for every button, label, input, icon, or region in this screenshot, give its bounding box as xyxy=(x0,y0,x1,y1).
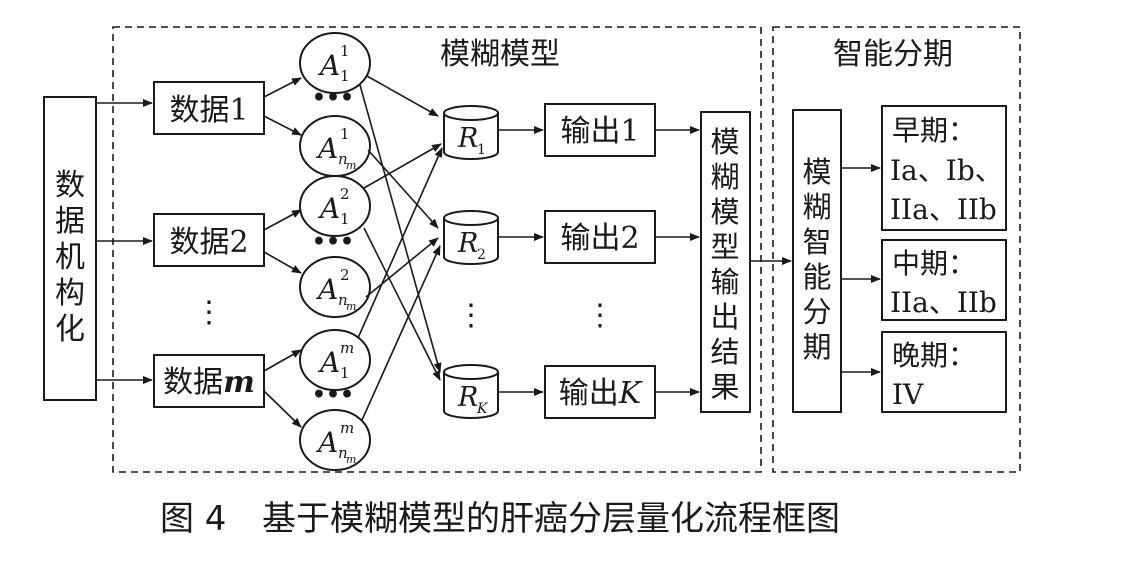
data-structuring-label: 数据机构化 xyxy=(55,168,85,347)
fuzzy-set-a2-1: A 2 1 xyxy=(299,175,371,237)
fuzzy-set-a2-nm: A 2 n m xyxy=(299,256,371,318)
fuzzy-set-a1-1-sup: 1 xyxy=(340,42,350,60)
fuzzy-staging-label: 模糊智能分期 xyxy=(802,155,831,364)
data-node-1: 数据1 xyxy=(153,81,265,135)
fuzzy-model-region xyxy=(112,26,762,473)
rule-rk-base: R xyxy=(457,382,478,413)
fuzzy-set-am-1-sup: m xyxy=(340,339,354,357)
fuzzy-set-a1-1-base: A xyxy=(317,49,340,82)
vertical-char: 输 xyxy=(710,265,739,299)
stage-early-line1: Ia、Ib、 xyxy=(890,154,1003,187)
fuzzy-set-a1-nm: A 1 n m xyxy=(299,115,371,177)
vertical-char: 能 xyxy=(802,260,831,294)
smart-staging-region xyxy=(772,26,1021,473)
vertical-char: 糊 xyxy=(802,190,831,224)
output-node-1: 输出1 xyxy=(544,103,656,157)
data-node-2: 数据2 xyxy=(153,213,265,267)
fuzzy-set-am-nm: A m n m xyxy=(299,409,371,471)
vertical-char: 出 xyxy=(710,300,739,334)
sets-group1-ellipsis: ••• xyxy=(312,85,354,111)
vertical-char: 化 xyxy=(55,312,85,347)
stage-late-line1: IV xyxy=(892,378,924,411)
fuzzy-output-result-label: 模糊模型输出结果 xyxy=(710,125,739,404)
fuzzy-set-a2-nm-subsub: m xyxy=(346,300,356,313)
stage-early: 早期： Ia、Ib、 IIa、IIb xyxy=(881,105,1007,231)
sets-groupm-ellipsis: ••• xyxy=(312,382,354,408)
vertical-char: 模 xyxy=(710,125,739,159)
outputs-ellipsis: ⋮ xyxy=(585,298,615,333)
stage-early-title: 早期： xyxy=(892,114,976,147)
edges-staging-to-stages xyxy=(841,164,881,376)
fuzzy-set-a1-nm-sup: 1 xyxy=(340,125,350,143)
vertical-char: 模 xyxy=(802,155,831,189)
output-node-1-label: 输出1 xyxy=(560,114,639,149)
rules-ellipsis: ⋮ xyxy=(456,298,486,333)
data-node-m: 数据m xyxy=(153,354,265,408)
edges-data-to-sets xyxy=(263,77,302,428)
stage-late: 晚期： IV xyxy=(881,331,1007,413)
fuzzy-staging-block xyxy=(792,109,842,413)
fuzzy-set-a1-nm-sub: n xyxy=(338,150,348,168)
stage-middle-line1: IIa、IIb xyxy=(890,286,997,319)
fuzzy-set-a2-1-sub: 1 xyxy=(340,210,350,228)
rule-r1-sub: 1 xyxy=(477,142,486,158)
vertical-char: 智 xyxy=(802,225,831,259)
vertical-char: 糊 xyxy=(710,160,739,194)
fuzzy-set-am-1: A m 1 xyxy=(299,329,371,391)
fuzzy-model-region-title: 模糊模型 xyxy=(440,37,560,72)
fuzzy-set-a1-nm-base: A xyxy=(315,132,338,165)
sets-group2-ellipsis: ••• xyxy=(312,229,354,255)
fuzzy-set-a1-1: A 1 1 xyxy=(299,32,371,94)
stage-middle-title: 中期： xyxy=(892,247,976,280)
fuzzy-set-am-nm-sup: m xyxy=(340,419,354,437)
fuzzy-set-a2-nm-sup: 2 xyxy=(340,266,350,284)
rule-r2-sub: 2 xyxy=(477,247,486,263)
fuzzy-set-a2-1-sup: 2 xyxy=(340,185,350,203)
output-node-2: 输出2 xyxy=(544,210,656,264)
output-node-k-label: 输出K xyxy=(559,376,643,411)
fuzzy-set-a2-nm-sub: n xyxy=(338,291,348,309)
fuzzy-set-a2-1-base: A xyxy=(317,192,340,225)
vertical-char: 分 xyxy=(802,295,831,329)
vertical-char: 模 xyxy=(710,195,739,229)
smart-staging-region-title: 智能分期 xyxy=(833,37,953,72)
stage-middle: 中期： IIa、IIb xyxy=(881,239,1007,321)
vertical-char: 数 xyxy=(55,168,85,203)
data-nodes-ellipsis: ⋮ xyxy=(194,295,224,330)
stage-late-title: 晚期： xyxy=(892,339,976,372)
fuzzy-set-am-1-sub: 1 xyxy=(340,364,350,382)
fuzzy-set-am-nm-subsub: m xyxy=(346,453,356,466)
rule-r1-base: R xyxy=(457,123,478,154)
vertical-char: 期 xyxy=(802,330,831,364)
fuzzy-set-a1-1-sub: 1 xyxy=(340,67,350,85)
vertical-char: 机 xyxy=(55,240,85,275)
data-node-m-label: 数据m xyxy=(163,365,255,400)
rule-cylinder-rk: R K xyxy=(443,364,499,419)
vertical-char: 结 xyxy=(710,335,739,369)
fuzzy-set-am-nm-base: A xyxy=(315,426,338,459)
data-node-1-label: 数据1 xyxy=(169,93,248,128)
rule-cylinder-r2: R 2 xyxy=(443,210,499,265)
vertical-char: 果 xyxy=(710,370,739,404)
data-node-2-label: 数据2 xyxy=(169,225,248,260)
fuzzy-set-a2-nm-base: A xyxy=(315,273,338,306)
figure-caption-number: 图 4 xyxy=(160,499,226,539)
rule-rk-sub: K xyxy=(476,401,489,417)
output-node-k: 输出K xyxy=(544,365,656,419)
figure-caption-title: 基于模糊模型的肝癌分层量化流程框图 xyxy=(262,499,840,539)
vertical-char: 型 xyxy=(710,230,739,264)
rule-r2-base: R xyxy=(457,228,478,259)
fuzzy-set-a1-nm-subsub: m xyxy=(346,159,356,172)
fuzzy-output-result-block xyxy=(700,111,751,413)
stage-early-line2: IIa、IIb xyxy=(890,193,997,226)
vertical-char: 据 xyxy=(55,204,85,239)
output-node-2-label: 输出2 xyxy=(560,221,639,256)
edges-sets-to-rules xyxy=(357,75,443,421)
rule-cylinder-r1: R 1 xyxy=(443,105,499,160)
fuzzy-set-am-nm-sub: n xyxy=(338,444,348,462)
data-structuring-block xyxy=(43,96,97,401)
fuzzy-set-am-1-base: A xyxy=(317,346,340,379)
vertical-char: 构 xyxy=(55,276,85,311)
